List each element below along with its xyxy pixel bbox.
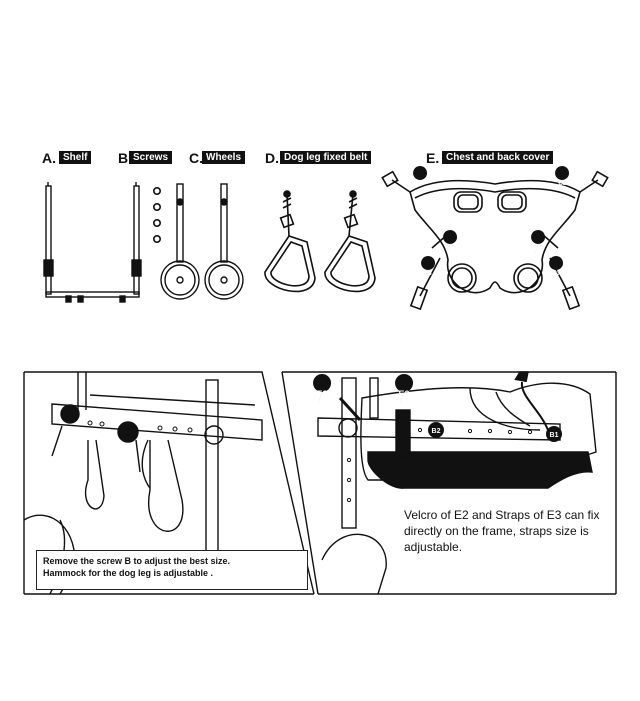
part-letter-d: D. [265, 150, 279, 166]
left-caption-box: Remove the screw B to adjust the best si… [36, 550, 308, 590]
marker-e2: E2 [395, 374, 414, 405]
svg-text:E2: E2 [446, 245, 454, 251]
pin-e3-left: E3 [421, 256, 436, 280]
svg-text:E1: E1 [416, 181, 424, 187]
left-caption-line-1: Remove the screw B to adjust the best si… [43, 556, 231, 566]
svg-text:E3: E3 [424, 271, 432, 277]
part-tag-leg-belt: Dog leg fixed belt [280, 151, 372, 164]
shelf-illustration [43, 182, 142, 303]
part-tag-screws: Screws [129, 151, 173, 164]
svg-text:B1: B1 [550, 432, 559, 439]
part-tag-shelf: Shelf [59, 151, 92, 164]
part-letter-c: C. [189, 150, 203, 166]
svg-text:E3: E3 [552, 271, 560, 277]
left-caption-line-2: Hammock for the dog leg is adjustable . [43, 568, 214, 578]
left-panel [23, 371, 315, 595]
parts-row: A. Shelf B. Screws [0, 140, 640, 330]
pin-e2-left: E2 [443, 230, 458, 254]
right-caption: Velcro of E2 and Straps of E3 can fix di… [404, 508, 600, 554]
pin-e2-right: E2 [531, 230, 546, 254]
svg-text:E1: E1 [558, 181, 566, 187]
marker-b2: B2 [428, 422, 444, 438]
part-letter-e: E. [426, 150, 440, 166]
part-tag-wheels: Wheels [202, 151, 246, 164]
pin-e1-left: E1 [413, 166, 428, 190]
part-tag-chest-cover: Chest and back cover [442, 151, 554, 164]
marker-b1: B1 [546, 426, 562, 442]
svg-text:E3: E3 [316, 389, 327, 399]
marker-e3: E3 [313, 374, 332, 405]
leg-belt-illustration [264, 190, 376, 293]
svg-text:E2: E2 [534, 245, 542, 251]
chest-cover-illustration: E1 E1 E2 E2 E3 E3 [381, 166, 609, 311]
wheels-illustration [160, 183, 244, 300]
right-panel [281, 371, 617, 595]
pin-e1-right: E1 [555, 166, 570, 190]
screws-illustration [153, 186, 162, 243]
svg-text:B2: B2 [432, 428, 441, 435]
part-letter-b: B. [118, 150, 132, 166]
pin-e3-right: E3 [549, 256, 564, 280]
svg-text:E2: E2 [398, 389, 409, 399]
part-letter-a: A. [42, 150, 56, 166]
